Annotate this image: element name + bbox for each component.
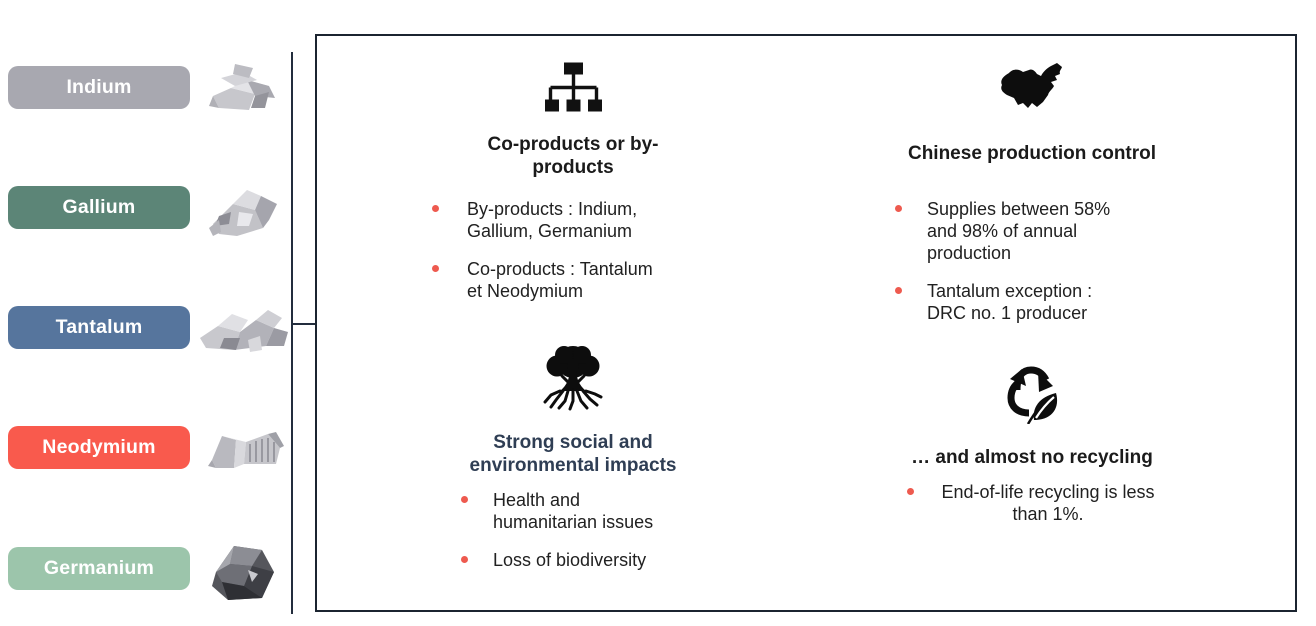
quadrant-coproducts: Co-products or by-products By-products :… bbox=[423, 58, 723, 302]
bullet-item: Tantalum exception : DRC no. 1 producer bbox=[881, 280, 1183, 324]
bullet-item: By-products : Indium, Gallium, Germanium bbox=[423, 198, 723, 242]
bullet-dot-icon bbox=[895, 287, 902, 294]
metal-name: Germanium bbox=[43, 557, 155, 579]
metal-label-tantalum: Tantalum bbox=[8, 306, 190, 349]
tree-icon bbox=[423, 345, 723, 411]
metal-label-gallium: Gallium bbox=[8, 186, 190, 229]
gallium-photo bbox=[203, 176, 287, 242]
bullet-dot-icon bbox=[895, 205, 902, 212]
germanium-photo bbox=[204, 538, 282, 606]
bullet-list: Supplies between 58% and 98% of annual p… bbox=[881, 198, 1183, 324]
bullet-dot-icon bbox=[461, 496, 468, 503]
china-map-icon bbox=[881, 63, 1183, 111]
quadrant-title: Strong social and environmental impacts bbox=[469, 432, 677, 476]
quadrant-title: … and almost no recycling bbox=[911, 447, 1153, 468]
bullet-item: Health and humanitarian issues bbox=[423, 489, 723, 533]
org-chart-icon bbox=[423, 62, 723, 112]
bullet-list: By-products : Indium, Gallium, Germanium… bbox=[423, 198, 723, 302]
bullet-item: Loss of biodiversity bbox=[423, 549, 723, 571]
bullet-item: End-of-life recycling is less than 1%. bbox=[878, 481, 1186, 525]
bullet-list: Health and humanitarian issues Loss of b… bbox=[423, 489, 723, 571]
indium-photo bbox=[205, 56, 285, 120]
quadrant-recycling: … and almost no recycling End-of-life re… bbox=[878, 360, 1186, 525]
bracket-line bbox=[291, 52, 293, 614]
bullet-item: Co-products : Tantalum et Neodymium bbox=[423, 258, 723, 302]
quadrant-title: Co-products or by-products bbox=[487, 134, 659, 178]
recycling-leaf-icon bbox=[878, 362, 1186, 424]
bullet-dot-icon bbox=[432, 205, 439, 212]
metal-name: Neodymium bbox=[42, 436, 156, 458]
tantalum-photo bbox=[196, 298, 292, 360]
bullet-dot-icon bbox=[907, 488, 914, 495]
info-panel bbox=[315, 34, 1297, 612]
metal-label-germanium: Germanium bbox=[8, 547, 190, 590]
metal-name: Gallium bbox=[62, 196, 136, 218]
metal-name: Tantalum bbox=[55, 316, 143, 338]
bullet-item: Supplies between 58% and 98% of annual p… bbox=[881, 198, 1183, 264]
bullet-dot-icon bbox=[432, 265, 439, 272]
bullet-dot-icon bbox=[461, 556, 468, 563]
connector-line bbox=[292, 323, 316, 325]
metal-label-indium: Indium bbox=[8, 66, 190, 109]
neodymium-photo bbox=[206, 424, 286, 474]
quadrant-title: Chinese production control bbox=[907, 143, 1157, 164]
metal-label-neodymium: Neodymium bbox=[8, 426, 190, 469]
metal-name: Indium bbox=[66, 76, 132, 98]
quadrant-impacts: Strong social and environmental impacts … bbox=[423, 344, 723, 571]
quadrant-chinese-control: Chinese production control Supplies betw… bbox=[881, 60, 1183, 324]
bullet-list: End-of-life recycling is less than 1%. bbox=[878, 481, 1186, 525]
